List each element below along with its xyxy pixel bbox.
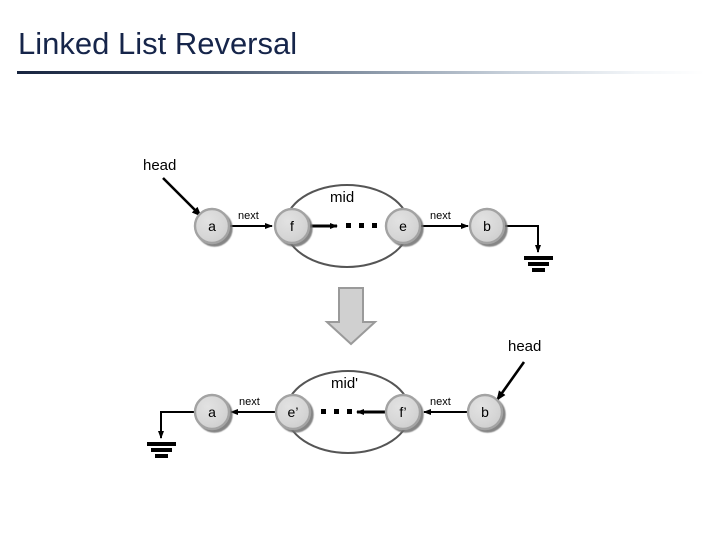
title-underline-rule xyxy=(17,71,705,74)
ellipsis-dots-after xyxy=(321,409,352,414)
ellipsis-dots-before xyxy=(346,223,377,228)
head-pointer-arrow-before xyxy=(162,177,202,217)
head-label-after: head xyxy=(508,338,542,355)
null-terminator-before xyxy=(524,256,553,272)
node-eprime-after xyxy=(274,393,312,431)
node-label-e-before: e xyxy=(399,218,407,234)
transform-arrow xyxy=(324,287,378,346)
node-label-b-before: b xyxy=(483,218,491,234)
after-list-group xyxy=(147,361,526,458)
null-terminator-after xyxy=(147,442,176,458)
head-pointer-arrow-after xyxy=(495,361,526,401)
next-label-e-b: next xyxy=(430,210,451,222)
node-a-before xyxy=(193,207,231,245)
before-list-group xyxy=(162,177,553,272)
mid-label: mid xyxy=(330,189,355,206)
node-b-after xyxy=(466,393,504,431)
edge-a-to-null xyxy=(158,411,195,439)
page-title: Linked List Reversal xyxy=(18,26,298,61)
next-label-b-fprime: next xyxy=(430,396,451,408)
node-label-eprime-after: e’ xyxy=(287,404,299,420)
next-label-a-f: next xyxy=(238,210,259,222)
node-label-a-before: a xyxy=(208,218,216,234)
node-a-after xyxy=(193,393,231,431)
node-fprime-after xyxy=(384,393,422,431)
edge-b-to-null xyxy=(504,225,541,253)
mid-prime-label: mid' xyxy=(331,375,359,392)
node-e-before xyxy=(384,207,422,245)
node-label-a-after: a xyxy=(208,404,216,420)
next-label-eprime-a: next xyxy=(239,396,260,408)
head-label-before: head xyxy=(143,157,177,174)
node-b-before xyxy=(468,207,506,245)
node-f-before xyxy=(273,207,311,245)
node-label-fprime-after: f’ xyxy=(399,404,407,420)
node-label-b-after: b xyxy=(481,404,489,420)
node-label-f-before: f xyxy=(290,218,294,234)
